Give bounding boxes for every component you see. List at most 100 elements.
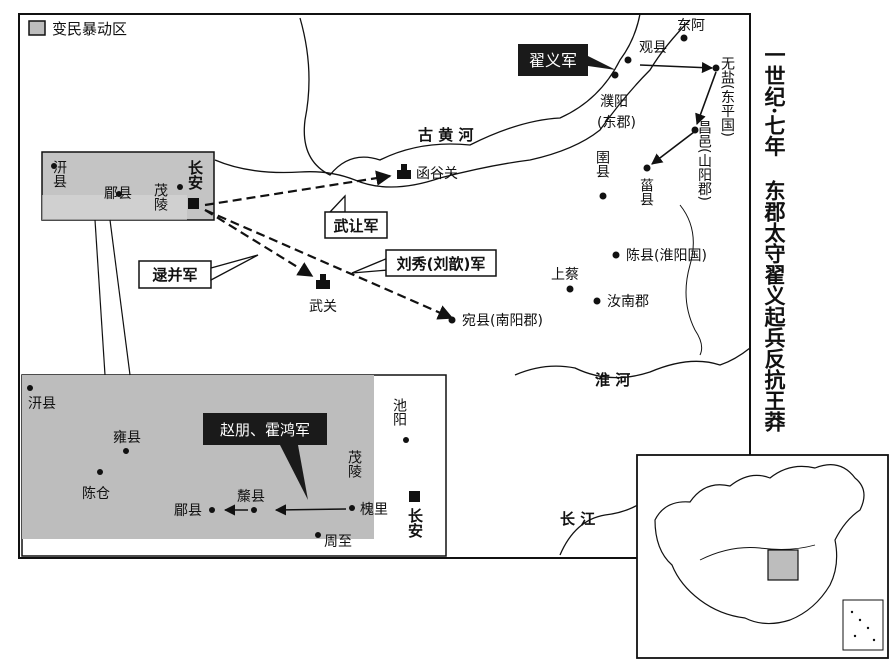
label-wuyan: 无盐(东平国) [719,56,735,137]
label-yuanxian: 圉县 [594,150,610,178]
yellow-river-north-bank [299,13,641,176]
label-changan: 长安 [186,159,204,191]
callout-wurang: 武让军 [324,194,388,239]
changan-capital-marker [188,198,199,209]
callout-liuxiu: 刘秀(刘歆)军 [351,249,497,277]
china-outline [654,464,865,625]
callout-zhaohuo-box [203,413,327,445]
inset-dot-qianxian [27,385,33,391]
inset-connector-left [94,219,106,376]
inset-dot-zhouzhi [315,532,321,538]
city-dot-qianxian [51,163,57,169]
city-dot-shangcai [566,285,574,293]
callout-zhaiyi-text: 翟义军 [529,51,577,70]
city-dot-donga [680,34,688,42]
callout-zhaohuo-pointer [280,445,308,500]
label-puyang: 濮阳 [600,94,628,110]
label-donga: 东阿 [677,18,705,34]
hanguguan-pass-icon [397,164,411,179]
map-title-line2: 东郡太守翟义起兵反抗王莽 [762,180,787,432]
city-dot-wuyan [712,64,720,72]
callout-zhaiyi-box [518,44,588,76]
route-daibing [204,209,314,277]
label-wuguan: 武关 [309,299,337,315]
inset-label-chiyang: 池阳 [391,398,407,426]
china-river [699,544,816,561]
label-qianxian: 汧县 [51,160,67,188]
route-arrow-2 [695,71,717,126]
inset-route-arrow-1 [274,504,347,516]
callout-daibing-text: 逯并军 [152,266,197,284]
inset-label-zhouzhi: 周至 [324,534,352,550]
inset-label-yongxian: 雍县 [113,430,141,446]
south-sea-islands [850,610,876,642]
city-dot-guanxian [624,56,632,64]
label-shangcai: 上蔡 [551,267,579,283]
inset-city-markers [27,385,409,538]
label-zixian: 菑县 [638,178,654,206]
callout-wurang-box [324,211,388,239]
city-dot-runan [593,297,601,305]
inset-dot-huaili [349,505,355,511]
label-maoling: 茂陵 [152,182,168,211]
inset-label-maoling: 茂陵 [346,449,362,478]
label-changyi: 昌邑(山阳郡) [696,120,712,201]
inset-dot-chencang [97,469,103,475]
river-tributary-east [679,204,703,356]
legend: 变民暴动区 [28,20,127,38]
city-dot-wanxian [448,316,456,324]
china-highlight-area [767,549,799,581]
label-chenxian: 陈县(淮阳国) [626,247,707,264]
city-dot-meixian [116,191,122,197]
inset-label-huaili: 槐里 [360,502,388,518]
inset-dot-chiyang [403,437,409,443]
city-markers [51,34,720,324]
callout-zhaiyi: 翟义军 [518,44,616,76]
legend-label: 变民暴动区 [52,20,127,38]
inset-connector-right [109,219,131,376]
inset-label-taixian: 斄县 [237,489,265,505]
yellow-river-south-bank [214,19,691,188]
map-title-line1: 一世纪·七年 [762,44,787,157]
inset-label-changan: 长安 [406,507,424,539]
inset-label-chencang: 陈仓 [82,485,110,502]
huai-river-label: 淮 河 [595,371,630,389]
callout-wurang-text: 武让军 [333,217,378,235]
callout-zhaohuo: 赵朋、霍鸿军 [203,413,327,500]
label-puyang-note: (东郡) [597,115,636,131]
label-guanxian: 观县 [639,40,667,56]
callout-daibing-box [138,260,212,289]
label-runan: 汝南郡 [607,294,649,310]
city-dot-puyang [611,71,619,79]
legend-swatch [28,20,46,36]
route-wurang [204,170,392,207]
route-arrow-3 [651,131,695,165]
inset-rebel-area [22,375,374,539]
inset-label-qianxian: 汧县 [28,396,56,412]
inset-dot-taixian [251,507,257,513]
label-meixian: 郿县 [104,186,132,202]
rebel-area-shade [42,195,187,220]
yellow-river-label: 古 黄 河 [418,126,473,144]
inset-changan-marker [409,491,420,502]
label-wanxian: 宛县(南阳郡) [462,313,543,329]
label-hanguguan: 函谷关 [416,166,458,182]
callout-daibing-pointer [210,254,259,282]
south-china-sea-inset [842,599,884,651]
inset-dot-yongxian [123,448,129,454]
callout-liuxiu-box [385,249,497,277]
route-liuxiu [204,208,454,320]
wuguan-pass-icon [316,274,330,289]
city-dot-yuanxian [599,192,607,200]
city-dot-zixian [643,164,651,172]
map-title: 一世纪·七年 [756,44,787,157]
callout-zhaiyi-pointer [588,56,616,70]
callout-liuxiu-text: 刘秀(刘歆)军 [397,255,486,273]
city-dot-chenxian [612,251,620,259]
map-title-2: 东郡太守翟义起兵反抗王莽 [756,180,787,432]
route-arrow-1 [639,61,714,74]
callout-daibing: 逯并军 [138,254,259,289]
inset-label-meixian: 郿县 [174,503,202,519]
callout-zhaohuo-text: 赵朋、霍鸿军 [220,421,310,439]
